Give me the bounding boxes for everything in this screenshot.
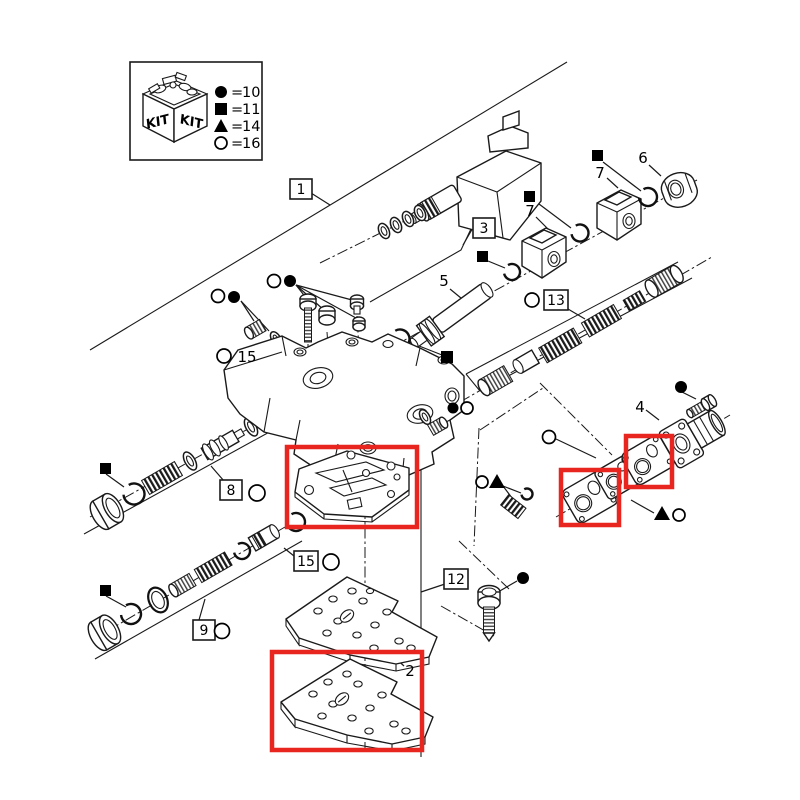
callout-9[interactable]: 9 xyxy=(192,619,231,641)
top-bolts xyxy=(299,293,366,343)
o-rings xyxy=(377,204,427,240)
callouts: 1 3 13 8 9 15 12 15 5 6 7 7 2 4 xyxy=(192,149,648,680)
callout-9-label: 9 xyxy=(200,623,209,639)
callout-5-label[interactable]: 5 xyxy=(439,272,449,290)
mounting-bolt xyxy=(477,584,501,643)
kit-box-icon: KIT KIT xyxy=(141,71,209,144)
callout-2-label[interactable]: 2 xyxy=(405,662,415,680)
nut xyxy=(660,171,698,208)
callout-7-label[interactable]: 7 xyxy=(595,164,605,182)
highlight-gasket-left[interactable] xyxy=(558,467,622,528)
open-circle-icon xyxy=(213,622,231,640)
legend-operator: = xyxy=(231,119,243,135)
open-circle-icon xyxy=(460,401,474,415)
callout-15-label: 15 xyxy=(297,554,315,570)
highlight-bottom-plate[interactable] xyxy=(269,649,425,753)
coupler xyxy=(658,409,726,469)
callout-13-label: 13 xyxy=(547,293,565,309)
legend-value: 10 xyxy=(242,85,260,101)
highlight-boxes xyxy=(269,433,675,753)
legend-row-filled-square: = 11 xyxy=(215,102,260,118)
coupler-bolt xyxy=(686,393,718,419)
callout-1[interactable]: 1 xyxy=(289,178,313,200)
legend-operator: = xyxy=(231,102,243,118)
small-spring-right xyxy=(499,494,527,520)
filled-circle-icon xyxy=(447,402,459,414)
callout-15-body[interactable]: 15 xyxy=(216,348,257,366)
callout-3[interactable]: 3 xyxy=(472,217,496,239)
kit-label-left: KIT xyxy=(145,112,170,133)
filled-square-icon xyxy=(524,191,535,202)
filled-circle-icon xyxy=(675,381,687,393)
solenoid-coil-2 xyxy=(521,227,567,279)
callout-12-label: 12 xyxy=(447,572,465,588)
highlight-separator-plate[interactable] xyxy=(284,444,420,530)
highlight-gasket-right[interactable] xyxy=(623,433,675,490)
open-circle-icon xyxy=(541,429,557,445)
kit-label-right: KIT xyxy=(179,112,204,133)
kit-symbols xyxy=(100,150,687,596)
filled-square-icon xyxy=(100,585,111,596)
filled-square-icon xyxy=(592,150,603,161)
callout-6-label[interactable]: 6 xyxy=(638,149,648,167)
open-circle-icon xyxy=(266,273,282,289)
callout-3-label: 3 xyxy=(480,221,489,237)
callout-8[interactable]: 8 xyxy=(219,479,266,502)
legend-row-filled-triangle: = 14 xyxy=(214,119,260,135)
open-circle-icon xyxy=(216,348,232,364)
filled-square-icon xyxy=(441,351,453,363)
separator-plate xyxy=(294,450,410,523)
filled-circle-icon xyxy=(228,291,240,303)
solenoid-coil-1 xyxy=(596,189,642,241)
spool-valve xyxy=(409,282,494,349)
open-circle-icon xyxy=(248,484,266,502)
spring-plug-set xyxy=(477,264,684,397)
kit-legend: KIT KIT = 10 = 11 = 14 = 16 xyxy=(129,61,263,161)
legend-value: 14 xyxy=(242,119,260,135)
plug-washer-lower-right xyxy=(418,408,449,437)
snap-rings xyxy=(119,186,659,626)
filled-square-icon xyxy=(477,251,488,262)
filled-circle-icon xyxy=(517,572,529,584)
callout-12[interactable]: 12 xyxy=(443,568,469,590)
open-circle-icon xyxy=(672,508,686,522)
filled-triangle-icon xyxy=(489,474,505,488)
callout-13[interactable]: 13 xyxy=(524,289,569,311)
legend-operator: = xyxy=(231,136,243,152)
filled-triangle-icon xyxy=(654,506,670,520)
legend-operator: = xyxy=(231,85,243,101)
open-circle-icon xyxy=(322,553,340,571)
open-circle-icon xyxy=(475,475,489,489)
filled-circle-icon xyxy=(284,275,296,287)
open-circle-icon xyxy=(524,292,540,308)
callout-1-label: 1 xyxy=(297,182,306,198)
legend-row-open-circle: = 16 xyxy=(214,136,260,152)
filled-square-icon xyxy=(100,463,111,474)
filled-circle-icon xyxy=(215,86,227,98)
callout-15-plain-label: 15 xyxy=(237,348,256,366)
open-circle-icon xyxy=(210,288,226,304)
legend-row-filled-circle: = 10 xyxy=(215,85,260,101)
legend-value: 16 xyxy=(242,136,260,152)
callout-15-bottom[interactable]: 15 xyxy=(293,550,340,572)
intermediate-plate xyxy=(285,576,438,672)
open-circle-icon xyxy=(214,136,228,150)
callout-7-label[interactable]: 7 xyxy=(525,202,535,220)
filled-triangle-icon xyxy=(214,119,228,132)
callout-4-label[interactable]: 4 xyxy=(635,398,645,416)
valve-set-9 xyxy=(87,523,281,652)
callout-8-label: 8 xyxy=(227,483,236,499)
filled-square-icon xyxy=(215,103,227,115)
bottom-plate xyxy=(280,658,434,752)
legend-value: 11 xyxy=(242,102,260,118)
solenoid-valve xyxy=(377,109,542,241)
